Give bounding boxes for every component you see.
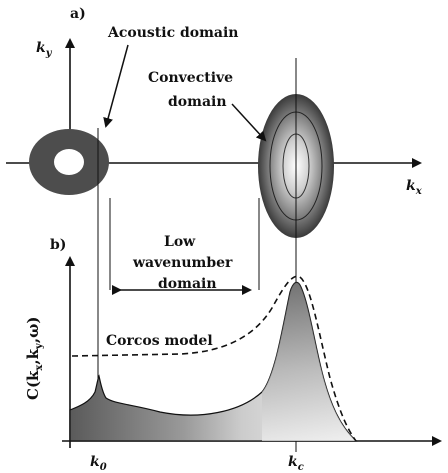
convective-pointer: [231, 103, 267, 142]
convective-label-line1: Convective: [148, 70, 233, 86]
low-wavenumber-line2: wavenumber: [132, 255, 233, 271]
acoustic-pointer: [103, 44, 129, 128]
kx-label: kx: [406, 178, 423, 197]
ky-label: ky: [36, 40, 53, 59]
corcos-model-curve: [71, 275, 357, 442]
k0-label: k0: [90, 454, 107, 473]
kc-label: kc: [288, 454, 304, 473]
acoustic-domain-label: Acoustic domain: [107, 25, 238, 41]
corcos-model-label: Corcos model: [106, 333, 213, 349]
b-y-label: C(kx,ky,ω): [24, 317, 45, 400]
convective-label-line2: domain: [168, 94, 227, 110]
acoustic-ring-hole: [54, 149, 84, 175]
panel-b-tag: b): [50, 237, 66, 253]
low-wavenumber-line1: Low: [164, 234, 196, 250]
panel-a-tag: a): [70, 6, 86, 22]
spectrum-peak-shade: [262, 282, 356, 441]
